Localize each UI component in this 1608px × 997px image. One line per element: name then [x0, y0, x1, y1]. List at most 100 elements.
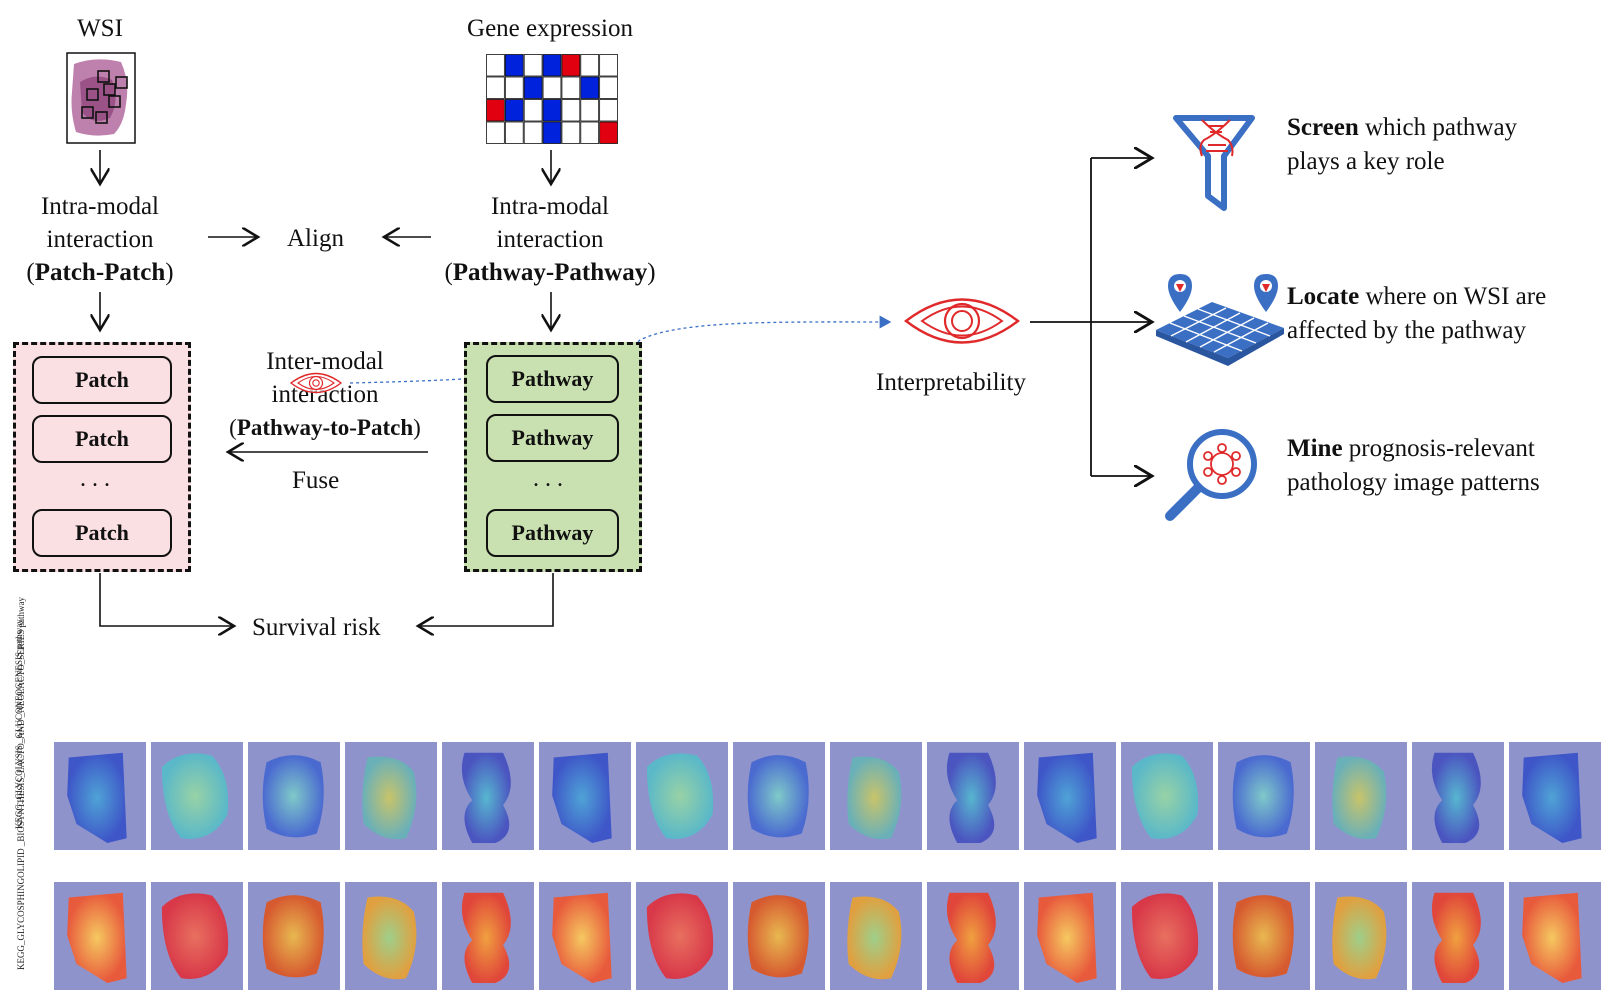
- paren-close: ): [647, 259, 656, 286]
- heatmap-row-1: [54, 742, 1606, 854]
- pathway-pathway-bold: Pathway-Pathway: [452, 259, 648, 286]
- fuse-label: Fuse: [292, 467, 340, 494]
- intra-patch-line1: Intra-modal: [40, 193, 159, 220]
- gene-matrix-cell: [486, 76, 505, 99]
- heatmap-tile: [733, 742, 825, 850]
- patch-node: Patch: [32, 356, 172, 404]
- intra-pathway-line2: interaction: [496, 226, 604, 253]
- heatmap-tile: [54, 882, 146, 990]
- outcome-screen-text: Screen which pathway plays a key role: [1287, 111, 1517, 179]
- heatmap-tile: [539, 882, 631, 990]
- heatmap-tile: [248, 882, 340, 990]
- gene-matrix-cell: [542, 54, 562, 77]
- heatmap-tile: [927, 882, 1019, 990]
- heatmap-row2-label: KEGG_GLYCOSPHINGOLIPID _BIOSYNTHESIS_LAC…: [16, 596, 26, 970]
- gene-matrix-cell: [542, 121, 562, 144]
- patch-patch-bold: Patch-Patch: [34, 259, 166, 286]
- heatmap-tile: [1412, 742, 1504, 850]
- inter-line1: Inter-modal: [266, 348, 384, 375]
- heatmap-tile: [830, 882, 922, 990]
- pathway-ellipsis: ...: [533, 466, 569, 492]
- heatmap-tile: [830, 742, 922, 850]
- pathway-node: Pathway: [486, 355, 619, 403]
- intra-modal-patch-text: Intra-modal interaction (Patch-Patch): [10, 190, 190, 289]
- intra-pathway-line3: (Pathway-Pathway): [430, 256, 670, 289]
- heatmap-tile: [636, 742, 728, 850]
- heatmap-tile: [636, 882, 728, 990]
- magnifier-cell-icon: [1165, 429, 1257, 521]
- gene-matrix-cell: [504, 99, 524, 122]
- pathway-to-patch-bold: Pathway-to-Patch: [236, 415, 414, 440]
- filter-dna-icon: [1173, 115, 1255, 211]
- gene-matrix-cell: [523, 121, 543, 144]
- paren-open: (: [229, 415, 237, 440]
- pathway-node: Pathway: [486, 414, 619, 462]
- wsi-thumbnail: [66, 52, 136, 144]
- outcome-rest: which pathway: [1358, 114, 1518, 141]
- outcome-bold: Screen: [1287, 114, 1359, 141]
- gene-matrix-cell: [542, 76, 562, 99]
- heatmap-tile: [151, 742, 243, 850]
- heatmap-tile: [1509, 742, 1601, 850]
- intra-patch-line2: interaction: [46, 226, 154, 253]
- gene-matrix-cell: [542, 99, 562, 122]
- gene-expression-label: Gene expression: [467, 15, 633, 42]
- paren-close: ): [413, 415, 421, 440]
- heatmap-tile: [1024, 882, 1116, 990]
- heatmap-row-2: [54, 882, 1606, 994]
- diagram-connectors: [0, 0, 1608, 700]
- gene-matrix-cell: [486, 99, 505, 122]
- wsi-label: WSI: [77, 15, 123, 42]
- gene-matrix-cell: [580, 121, 600, 144]
- gene-matrix-cell: [599, 54, 618, 77]
- gene-matrix-cell: [486, 121, 505, 144]
- outcome-bold: Mine: [1287, 435, 1343, 462]
- patch-ellipsis: ...: [80, 466, 116, 492]
- paren-open: (: [26, 259, 35, 286]
- gene-matrix-cell: [504, 76, 524, 99]
- paren-close: ): [165, 259, 174, 286]
- heatmap-tile: [1315, 742, 1407, 850]
- heatmap-tile: [1121, 882, 1213, 990]
- eye-icon: [904, 298, 1020, 344]
- outcome-line1: Screen which pathway: [1287, 111, 1517, 145]
- map-grid-pin-icon: [1156, 274, 1284, 366]
- heatmap-tile: [151, 882, 243, 990]
- outcome-line2: pathology image patterns: [1287, 469, 1540, 496]
- outcome-line2: affected by the pathway: [1287, 317, 1527, 344]
- heatmap-tile: [54, 742, 146, 850]
- gene-matrix-cell: [486, 54, 505, 77]
- heatmap-tile: [1024, 742, 1116, 850]
- gene-matrix-cell: [561, 121, 581, 144]
- outcome-rest: prognosis-relevant: [1342, 435, 1535, 462]
- patch-node: Patch: [32, 415, 172, 463]
- heatmap-tile: [345, 882, 437, 990]
- small-eye-icon: [289, 372, 343, 394]
- gene-expression-matrix: [486, 54, 618, 144]
- gene-matrix-cell: [599, 76, 618, 99]
- paren-open: (: [444, 259, 453, 286]
- gene-matrix-cell: [561, 99, 581, 122]
- outcome-locate-text: Locate where on WSI are affected by the …: [1287, 280, 1546, 348]
- pathway-node: Pathway: [486, 509, 619, 557]
- gene-matrix-cell: [580, 76, 600, 99]
- gene-matrix-cell: [599, 121, 618, 144]
- heatmap-tile: [442, 882, 534, 990]
- gene-matrix-cell: [523, 54, 543, 77]
- heatmap-tile: [442, 742, 534, 850]
- gene-matrix-cell: [523, 76, 543, 99]
- gene-matrix-cell: [561, 54, 581, 77]
- intra-pathway-line1: Intra-modal: [490, 193, 609, 220]
- interpretability-label: Interpretability: [876, 369, 1026, 396]
- gene-matrix-cell: [523, 99, 543, 122]
- heatmap-tile: [1509, 882, 1601, 990]
- outcome-line1: Locate where on WSI are: [1287, 280, 1546, 314]
- gene-matrix-cell: [599, 99, 618, 122]
- patch-node: Patch: [32, 509, 172, 557]
- heatmap-tile: [733, 882, 825, 990]
- align-label: Align: [287, 225, 344, 252]
- heatmap-tile: [1412, 882, 1504, 990]
- outcome-line1: Mine prognosis-relevant: [1287, 432, 1540, 466]
- gene-matrix-cell: [580, 99, 600, 122]
- gene-matrix-cell: [504, 54, 524, 77]
